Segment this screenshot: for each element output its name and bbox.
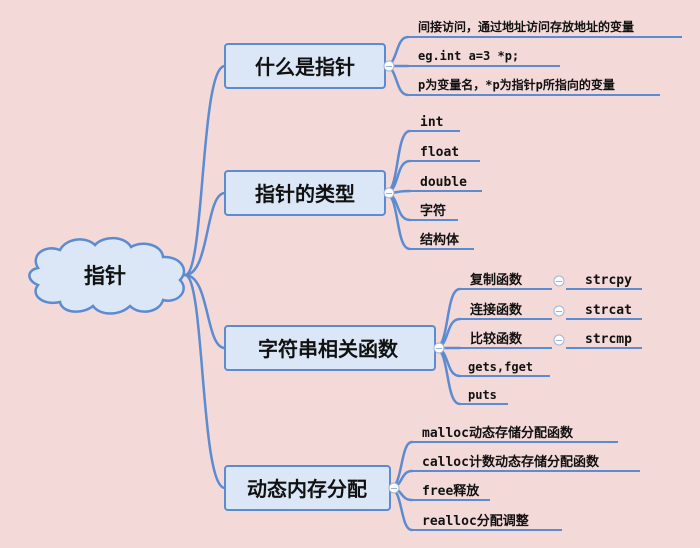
svg-text:−: − <box>555 336 563 347</box>
collapse-toggle-b3[interactable]: − <box>433 342 445 355</box>
cloud-shape <box>28 236 186 315</box>
leaf-b4-4[interactable]: realloc分配调整 <box>422 513 530 529</box>
collapse-icon <box>553 305 565 317</box>
collapse-toggle-sub3[interactable]: − <box>553 334 565 347</box>
leaf-b2-2[interactable]: float <box>420 145 459 160</box>
leaf-b3-3[interactable]: 比较函数 <box>470 331 523 347</box>
collapse-toggle-b4[interactable]: − <box>388 482 400 495</box>
root-label: 指针 <box>84 264 126 288</box>
leaf-b3-1[interactable]: 复制函数 <box>469 272 523 288</box>
leaf-b4-2[interactable]: calloc计数动态存储分配函数 <box>422 454 600 470</box>
leaf-b2-4[interactable]: 字符 <box>420 203 446 219</box>
leaf-b1-3[interactable]: p为变量名，*p为指针p所指向的变量 <box>418 77 615 92</box>
root-node[interactable]: 指针 <box>28 236 186 315</box>
svg-text:−: − <box>385 189 393 200</box>
collapse-icon <box>388 482 400 494</box>
leaf-b4-3[interactable]: free释放 <box>422 483 480 499</box>
collapse-icon <box>383 60 395 72</box>
branch-label: 指针的类型 <box>255 182 355 206</box>
collapse-icon <box>553 275 565 287</box>
collapse-toggle-sub2[interactable]: − <box>553 305 565 318</box>
leaf-b2-3[interactable]: double <box>420 175 467 190</box>
leaf-b2-5[interactable]: 结构体 <box>420 232 460 248</box>
subleaf-strcpy[interactable]: strcpy <box>585 273 632 288</box>
svg-text:−: − <box>385 62 393 73</box>
branch-dynamic-memory[interactable]: 动态内存分配 <box>224 465 391 511</box>
branch-label: 字符串相关函数 <box>258 337 399 361</box>
svg-text:−: − <box>555 277 563 288</box>
collapse-toggle-sub1[interactable]: − <box>553 275 565 288</box>
connector-b2-l5 <box>383 191 412 251</box>
branch-label: 什么是指针 <box>255 55 355 79</box>
svg-text:−: − <box>435 344 443 355</box>
branch-what-is-pointer[interactable]: 什么是指针 <box>224 43 386 89</box>
svg-text:−: − <box>390 484 398 495</box>
subleaf-strcat[interactable]: strcat <box>585 303 632 318</box>
connector-root-b4 <box>183 273 227 490</box>
branch-label: 动态内存分配 <box>247 477 367 501</box>
collapse-toggle-b1[interactable]: − <box>383 60 395 73</box>
collapse-toggle-b2[interactable]: − <box>383 187 395 200</box>
leaf-b1-1[interactable]: 间接访问，通过地址访问存放地址的变量 <box>418 19 634 34</box>
leaf-b3-2[interactable]: 连接函数 <box>470 302 523 318</box>
leaf-b2-1[interactable]: int <box>420 115 443 130</box>
leaf-b3-5[interactable]: puts <box>468 388 497 402</box>
subleaf-strcmp[interactable]: strcmp <box>585 332 632 347</box>
connector-root-b2 <box>183 191 227 277</box>
collapse-icon <box>383 187 395 199</box>
connector-root-b1 <box>183 64 227 277</box>
collapse-icon <box>553 334 565 346</box>
collapse-icon <box>433 342 445 354</box>
connector-root-b3 <box>183 273 227 350</box>
leaf-b4-1[interactable]: malloc动态存储分配函数 <box>422 425 574 441</box>
branch-pointer-types[interactable]: 指针的类型 <box>224 170 386 216</box>
leaf-b3-4[interactable]: gets,fget <box>468 360 533 374</box>
branch-string-functions[interactable]: 字符串相关函数 <box>224 325 436 371</box>
leaf-b1-2[interactable]: eg.int a=3 *p; <box>418 49 519 63</box>
svg-text:−: − <box>555 307 563 318</box>
